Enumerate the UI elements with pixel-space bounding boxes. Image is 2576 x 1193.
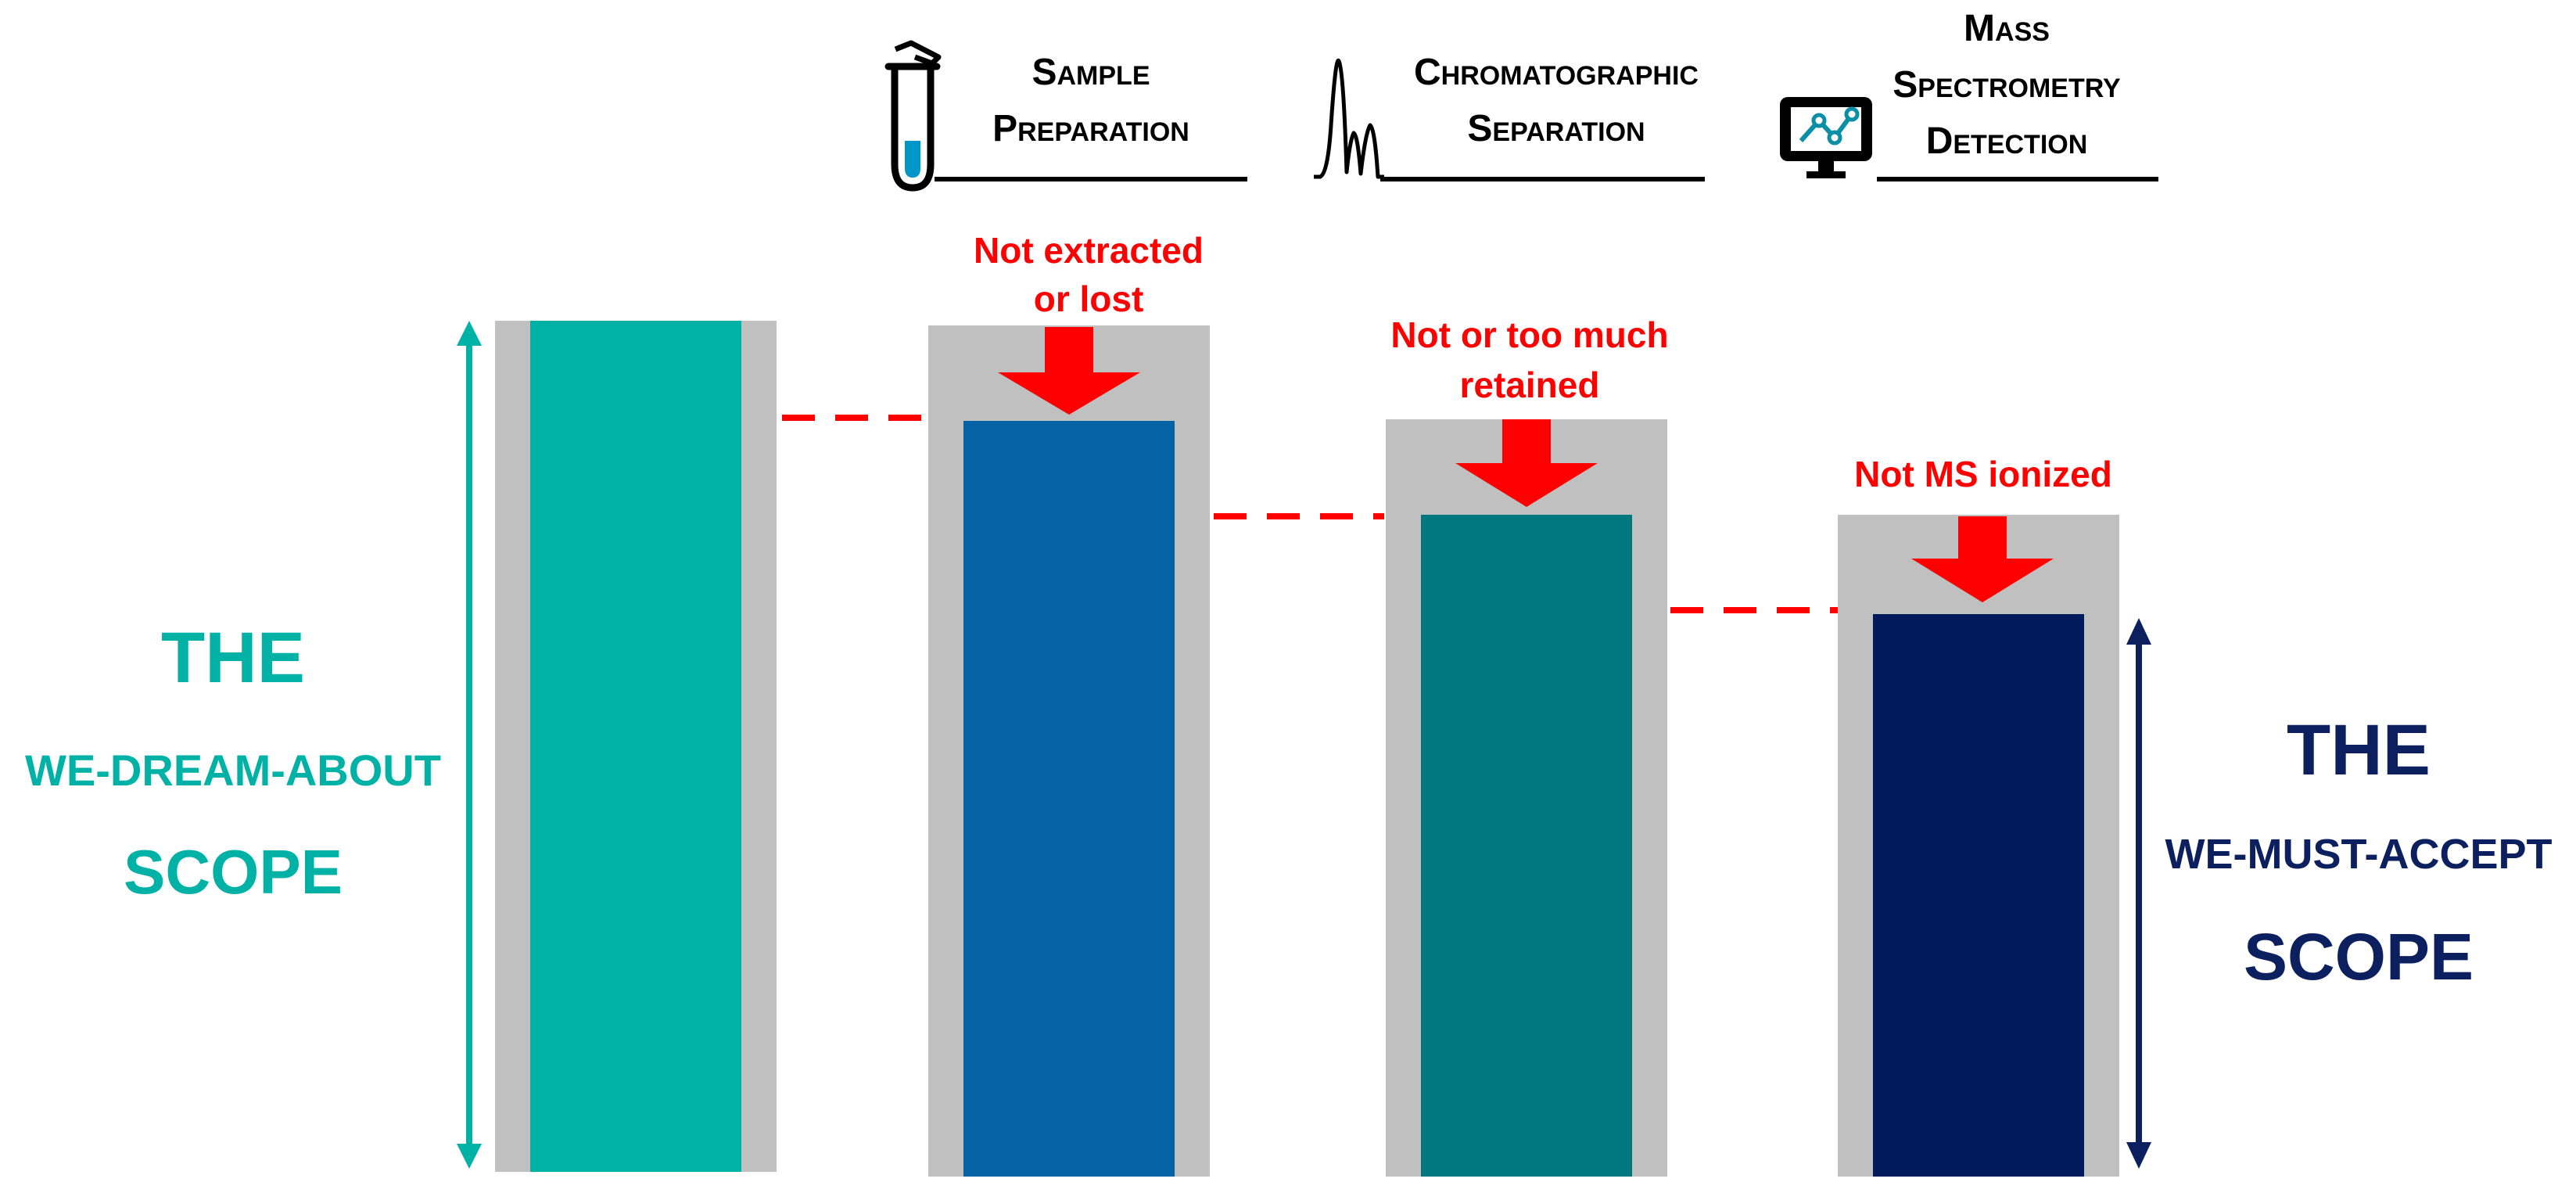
loss-label-2-line2: retained <box>1460 365 1600 405</box>
dream-scope-arrow <box>457 321 482 1169</box>
bar-fill-1 <box>530 321 741 1172</box>
monitor-spectrum-icon <box>1780 97 1872 178</box>
dream-scope-line3: SCOPE <box>124 837 343 907</box>
bar-fill-4 <box>1873 614 2084 1177</box>
step-title-chrom-line1: Chromatographic <box>1414 52 1699 93</box>
step-title-ms-line3: Detection <box>1926 120 2088 162</box>
step-title-chrom-line2: Separation <box>1467 108 1645 149</box>
dream-scope-line2: WE-DREAM-ABOUT <box>25 746 441 795</box>
loss-arrow-3 <box>1911 516 2054 602</box>
loss-label-1-line2: or lost <box>1034 278 1144 319</box>
accept-scope-line1: THE <box>2287 710 2431 790</box>
loss-arrow-2 <box>1455 419 1598 507</box>
step-title-sample-line2: Preparation <box>992 108 1189 149</box>
step-title-ms-line1: Mass <box>1964 8 2050 49</box>
accept-scope-line3: SCOPE <box>2244 920 2474 994</box>
accept-scope-line2: WE-MUST-ACCEPT <box>2165 831 2553 878</box>
accept-scope-arrow <box>2126 618 2151 1169</box>
loss-label-3: Not MS ionized <box>1854 454 2112 494</box>
loss-label-2-line1: Not or too much <box>1390 314 1668 355</box>
sample-tube-icon <box>884 40 942 192</box>
loss-arrow-1 <box>998 327 1140 415</box>
bar-fill-3 <box>1421 515 1632 1177</box>
chromatogram-peaks-icon <box>1314 58 1384 179</box>
step-title-sample-line1: Sample <box>1031 52 1150 93</box>
dream-scope-line1: THE <box>161 618 305 698</box>
bar-fill-2 <box>963 421 1175 1177</box>
loss-label-1-line1: Not extracted <box>974 230 1204 271</box>
step-title-ms-line2: Spectrometry <box>1893 64 2121 106</box>
